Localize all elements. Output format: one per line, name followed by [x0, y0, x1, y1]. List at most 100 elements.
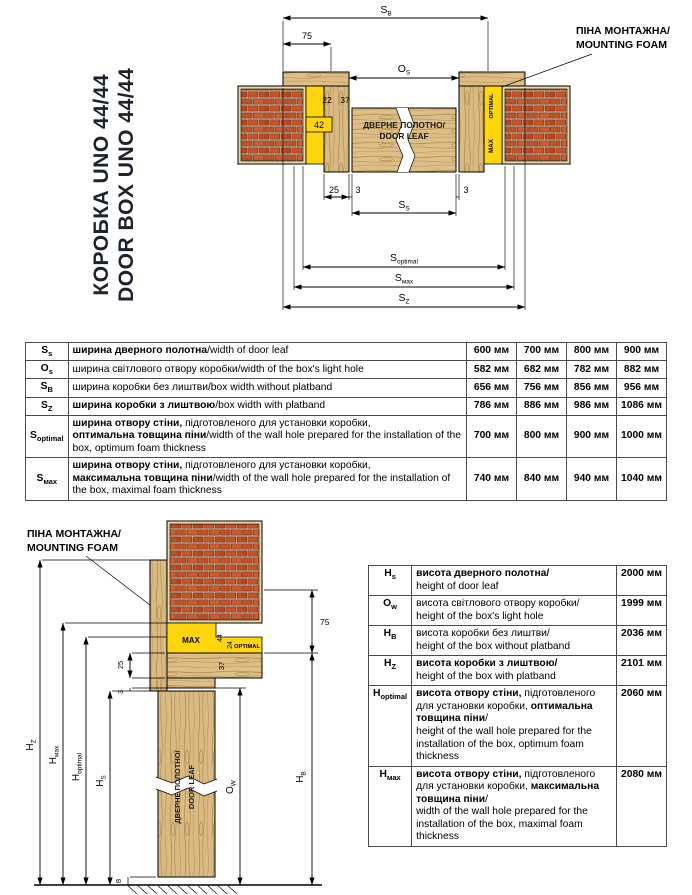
desc-bold: висота отвору стіни,	[416, 688, 522, 700]
desc-bold: ширина отвору стіни,	[72, 417, 183, 429]
desc-regular2: /width of the wall hole prepared for the…	[72, 472, 451, 497]
mounting-foam-right: OPTIMAL MAX	[483, 85, 503, 165]
height-dimension-lines: HZ Hмах Hoptimal HS OW HВ	[25, 559, 315, 886]
table-row: Hмах висота отвору стіни, підготовленого…	[367, 765, 668, 847]
right-wall	[501, 85, 571, 165]
dim-hz: HZ	[25, 739, 38, 750]
desc-regular: підготовленого для установки коробки,	[416, 688, 596, 712]
dim-44: 44	[217, 634, 224, 642]
value-cell: 1040 мм	[615, 457, 668, 502]
symbol-cell: Sмах	[25, 457, 69, 502]
value-cell: 900 мм	[565, 414, 617, 459]
value-cell: 700 мм	[465, 414, 517, 459]
height-spec-table: Hs висота дверного полотна/ height of do…	[367, 564, 668, 847]
desc-bold: висота отвору стіни,	[416, 768, 522, 780]
desc-regular: height of door leaf	[416, 580, 499, 592]
value-cell: 1000 мм	[615, 414, 668, 459]
symbol-cell: Soptimal	[25, 414, 69, 459]
dimension-lines: SВ 75 OS 25 3 3 SS Soptimal Sмах SZ	[282, 4, 526, 310]
mounting-foam-callout: ПІНА МОНТАЖНА/ MOUNTING FOAM	[27, 528, 177, 626]
table-row: SZ ширина коробки з лиштвою/box width wi…	[25, 396, 668, 416]
foam-label-line1: ПІНА МОНТАЖНА/	[27, 528, 121, 540]
dim-hmax: Hмах	[48, 745, 61, 764]
dim-75: 75	[302, 31, 312, 41]
door-frame-head: 37	[166, 652, 263, 689]
desc-regular: висота світлового отвору коробки/ height…	[416, 598, 580, 622]
value-cell: 886 мм	[515, 396, 567, 416]
desc-bold2: максимальна товщина піни	[416, 781, 600, 805]
table-row: Os ширина світлового отвору коробки/widt…	[25, 360, 668, 380]
symbol-cell: HВ	[367, 625, 413, 657]
dim-ow: OW	[225, 779, 238, 794]
desc-regular: підготовленого для установки коробки,	[416, 768, 596, 793]
symbol-cell: Hs	[367, 564, 413, 597]
desc-regular: підготовленого для установки коробки,	[185, 460, 371, 472]
value-cell: 840 мм	[515, 457, 567, 502]
value-cell: 682 мм	[515, 360, 567, 380]
dim-smax: Sмах	[395, 272, 414, 286]
description-cell: ширина світлового отвору коробки/width o…	[67, 360, 467, 380]
value-cell: 656 мм	[465, 378, 517, 398]
dim-hs: HS	[95, 775, 108, 787]
value-cell: 800 мм	[565, 341, 617, 362]
table-row: HВ висота коробки без лиштви/ height of …	[367, 625, 668, 657]
table-row: Hs висота дверного полотна/ height of do…	[367, 564, 668, 597]
desc-regular: підготовленого для установки коробки,	[185, 417, 371, 429]
dim-8: 8	[114, 879, 123, 883]
value-cell: 1086 мм	[615, 396, 668, 416]
dim-3-left: 3	[355, 185, 360, 195]
symbol-cell: HZ	[367, 655, 413, 687]
max-label: MAX	[488, 138, 495, 153]
dim-3-right: 3	[463, 185, 468, 195]
value-cell: 2060 мм	[615, 685, 668, 767]
left-wall	[237, 85, 307, 165]
dim-sb: SВ	[380, 4, 391, 18]
desc-bold: ширина дверного полотна	[72, 345, 208, 357]
value-cell: 786 мм	[465, 396, 517, 416]
value-cell: 2036 мм	[615, 625, 668, 657]
description-cell: висота світлового отвору коробки/ height…	[411, 595, 617, 627]
value-cell: 600 мм	[465, 341, 517, 362]
ground	[34, 884, 322, 895]
table-row: HZ висота коробки з лиштвою/ height of t…	[367, 655, 668, 687]
desc-bold: ширина коробки з лиштвою	[72, 399, 216, 411]
foam-label-line2: MOUNTING FOAM	[27, 542, 118, 554]
value-cell: 700 мм	[515, 341, 567, 362]
value-cell: 800 мм	[515, 414, 567, 459]
value-cell: 2101 мм	[615, 655, 668, 687]
dim-ss: SS	[398, 199, 410, 213]
desc-bold2: оптимальна товщина піни	[416, 700, 593, 725]
description-cell: ширина отвору стіни, підготовленого для …	[67, 457, 467, 502]
dim-hoptimal: Hoptimal	[71, 752, 84, 781]
symbol-cell: SZ	[25, 396, 69, 416]
desc-bold2: оптимальна товщина піни	[72, 430, 207, 442]
description-cell: висота коробки без лиштви/ height of the…	[411, 625, 617, 657]
symbol-cell: Hoptimal	[367, 685, 413, 767]
value-cell: 1999 мм	[615, 595, 668, 627]
desc-regular2: / width of the wall hole prepared for th…	[416, 793, 588, 843]
door-leaf: ДВЕРНЕ ПОЛОТНО/ DOOR LEAF	[351, 107, 457, 173]
table-row: Ow висота світлового отвору коробки/ hei…	[367, 595, 668, 627]
vertical-section-drawing: ПІНА МОНТАЖНА/ MOUNTING FOAM MAX 44 24 O…	[25, 520, 330, 895]
value-cell: 756 мм	[515, 378, 567, 398]
dim-soptimal: Soptimal	[390, 252, 419, 266]
value-cell: 582 мм	[465, 360, 517, 380]
symbol-cell: Os	[25, 360, 69, 380]
desc-bold2: максимальна товщина піни	[72, 472, 213, 484]
table-row: Hoptimal висота отвору стіни, підготовле…	[367, 685, 668, 767]
door-leaf-label-line2: DOOR LEAF	[379, 131, 428, 141]
description-cell: ширина отвору стіни, підготовленого для …	[67, 414, 467, 459]
value-cell: 882 мм	[615, 360, 668, 380]
dim-22: 22	[322, 95, 332, 105]
dim-3: 3	[116, 690, 125, 694]
desc-regular: /width of door leaf	[207, 345, 289, 357]
dim-42: 42	[314, 120, 324, 130]
door-leaf-label-line1: ДВЕРНЕ ПОЛОТНО/	[363, 120, 446, 130]
door-leaf-label-line1: ДВЕРНЕ ПОЛОТНО/	[173, 749, 182, 823]
dim-75: 75	[320, 617, 330, 627]
desc-regular2: / height of the wall hole prepared for t…	[416, 713, 592, 763]
value-cell: 2000 мм	[615, 564, 668, 597]
desc-bold: висота коробки з лиштвою/	[416, 658, 558, 670]
desc-regular2: /width of the wall hole prepared for the…	[72, 430, 462, 454]
horizontal-section-drawing: OPTIMAL MAX ДВЕРНЕ ПОЛОТНО/ DOOR LEAF 22…	[237, 4, 670, 310]
